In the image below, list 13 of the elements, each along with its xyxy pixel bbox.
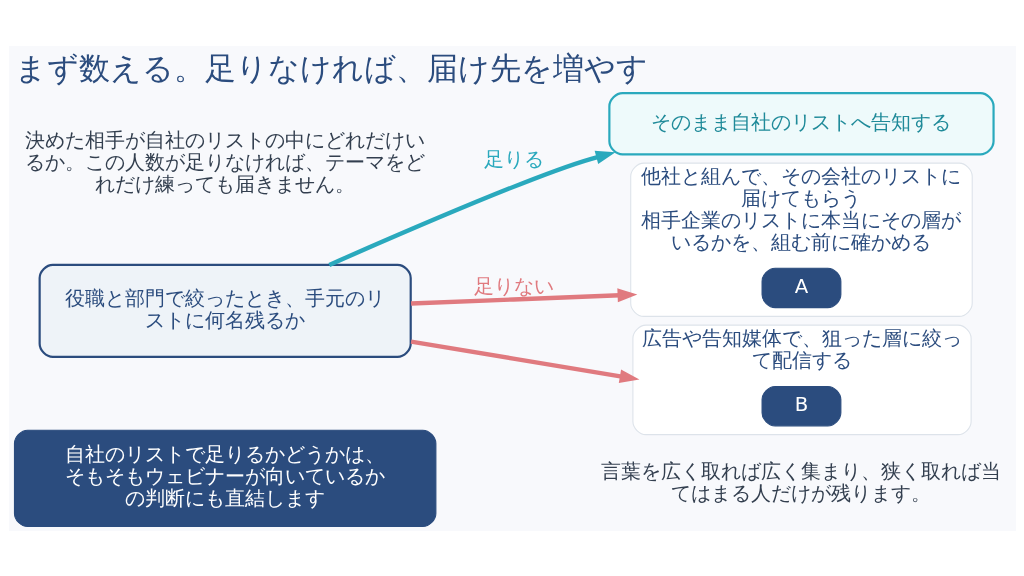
node-box: そのまま自社のリストへ告知する (607, 91, 995, 155)
diagram-title: まず数える。足りなければ、届け先を増やす (14, 50, 648, 86)
arrow (410, 287, 637, 306)
edge-label: 足りない (473, 274, 554, 298)
node-box: 役職と部門で絞ったとき、手元のリストに何名残るか (38, 263, 412, 358)
arrow (410, 338, 639, 383)
node-box: B (761, 385, 841, 426)
label: 決めた相手が自社のリストの中にどれだけいるか。この人数が足りなければ、テーマをどれだけ練っても届きません。 (24, 128, 425, 196)
node-box: 自社のリストで足りるかどうかは、そもそもウェビナーが向いているかの判断にも直結します (13, 429, 436, 527)
edge-label: 足りる (483, 147, 544, 171)
label: 言葉を広く取れば広く集まり、狭く取れば当てはまる人だけが残ります。 (600, 459, 1001, 505)
node-box: A (761, 267, 841, 308)
arrow (327, 150, 616, 267)
